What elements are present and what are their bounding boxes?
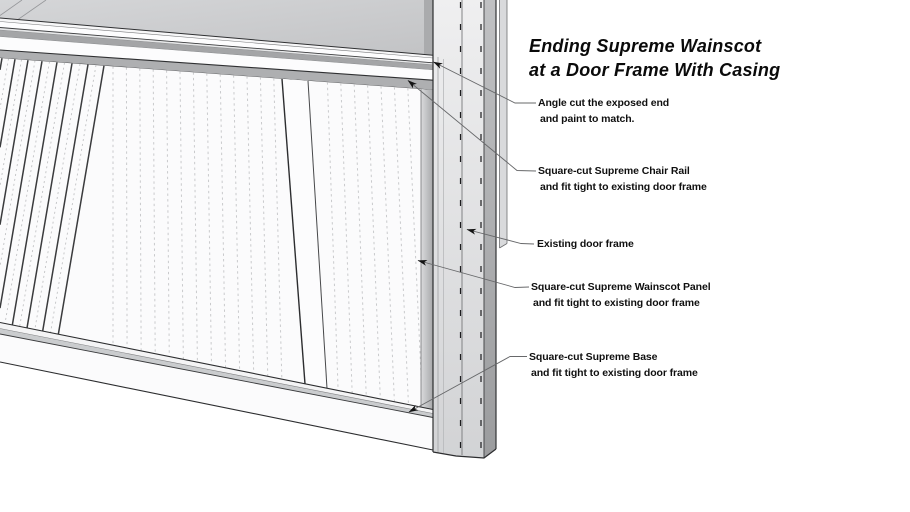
door-frame-edge bbox=[499, 0, 508, 249]
annotation-angle-cut-line2: and paint to match. bbox=[540, 113, 635, 125]
leader-lines bbox=[407, 61, 537, 413]
leader-door-frame bbox=[466, 228, 535, 245]
panel-casing-shadow bbox=[420, 89, 433, 410]
annotation-existing-door-frame-line1: Existing door frame bbox=[537, 238, 634, 250]
annotation-chair-rail-line1: Square-cut Supreme Chair Rail bbox=[538, 165, 690, 177]
annotation-angle-cut: Angle cut the exposed end and paint to m… bbox=[538, 95, 669, 127]
leader-wainscot-panel bbox=[417, 260, 530, 288]
diagram-title-line1: Ending Supreme Wainscot bbox=[529, 36, 762, 56]
annotation-base-line1: Square-cut Supreme Base bbox=[529, 351, 658, 363]
annotation-wainscot-panel: Square-cut Supreme Wainscot Panel and fi… bbox=[531, 279, 711, 311]
annotation-angle-cut-line1: Angle cut the exposed end bbox=[538, 97, 670, 109]
panel-stile bbox=[281, 78, 328, 389]
diagram-title: Ending Supreme Wainscot at a Door Frame … bbox=[529, 34, 780, 82]
leader-chair-rail bbox=[407, 80, 537, 172]
chair-rail bbox=[0, 17, 434, 91]
door-casing bbox=[432, 0, 497, 459]
leader-angle-cut bbox=[433, 61, 536, 104]
upper-wall bbox=[0, 0, 433, 56]
beadboard-mid-lines bbox=[0, 58, 97, 334]
annotation-wainscot-panel-line1: Square-cut Supreme Wainscot Panel bbox=[531, 281, 711, 293]
annotation-chair-rail-line2: and fit tight to existing door frame bbox=[540, 181, 707, 193]
annotation-existing-door-frame: Existing door frame bbox=[537, 236, 634, 252]
leader-base bbox=[408, 356, 527, 413]
annotation-wainscot-panel-line2: and fit tight to existing door frame bbox=[533, 297, 700, 309]
diagram-title-line2: at a Door Frame With Casing bbox=[529, 60, 781, 80]
annotation-chair-rail: Square-cut Supreme Chair Rail and fit ti… bbox=[538, 163, 707, 195]
annotation-base: Square-cut Supreme Base and fit tight to… bbox=[529, 349, 698, 381]
wainscot-panel bbox=[0, 58, 433, 410]
base-molding bbox=[0, 321, 434, 451]
beadboard-dark-lines bbox=[0, 58, 105, 335]
annotation-base-line2: and fit tight to existing door frame bbox=[531, 367, 698, 379]
beadboard-faint-lines bbox=[112, 66, 431, 410]
